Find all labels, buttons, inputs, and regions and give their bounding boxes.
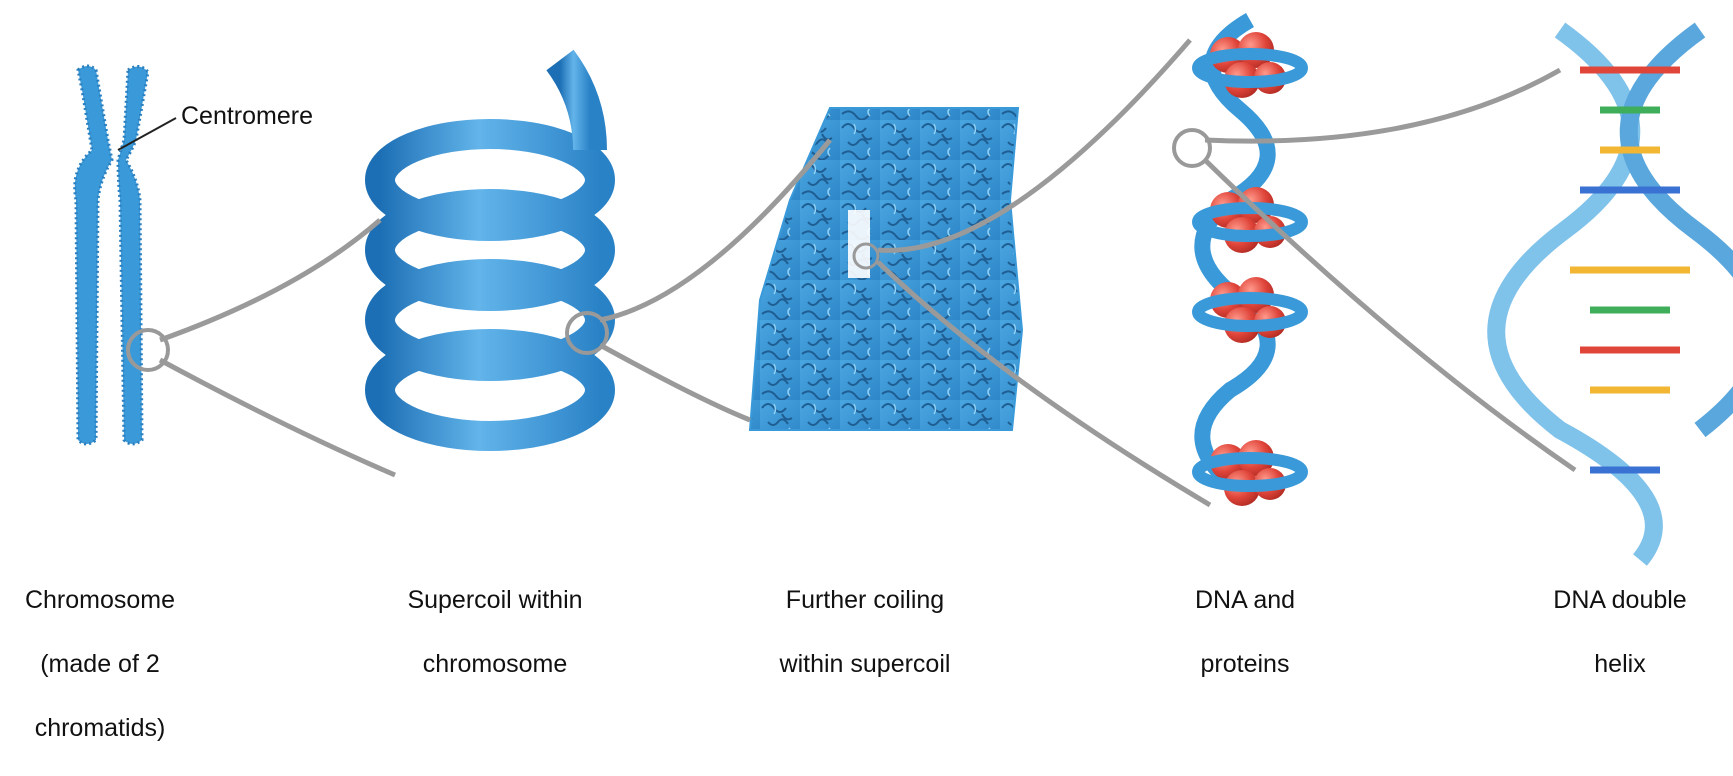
caption-further-coiling: Further coiling within supercoil <box>730 552 1000 712</box>
supercoil-figure <box>380 60 607 436</box>
caption-double-helix: DNA double helix <box>1520 552 1720 712</box>
caption-chromosome: Chromosome (made of 2 chromatids) <box>0 552 200 776</box>
chromatid-right <box>118 66 148 444</box>
nucleosome-figure <box>1174 20 1302 506</box>
centromere-label: Centromere <box>181 102 313 131</box>
caption-dna-proteins: DNA and proteins <box>1150 552 1340 712</box>
double-helix-figure <box>1496 30 1733 560</box>
histone-cluster <box>1198 187 1302 253</box>
chromatid-left <box>75 66 112 444</box>
caption-supercoil: Supercoil within chromosome <box>360 552 630 712</box>
chromosome-figure <box>75 66 176 444</box>
